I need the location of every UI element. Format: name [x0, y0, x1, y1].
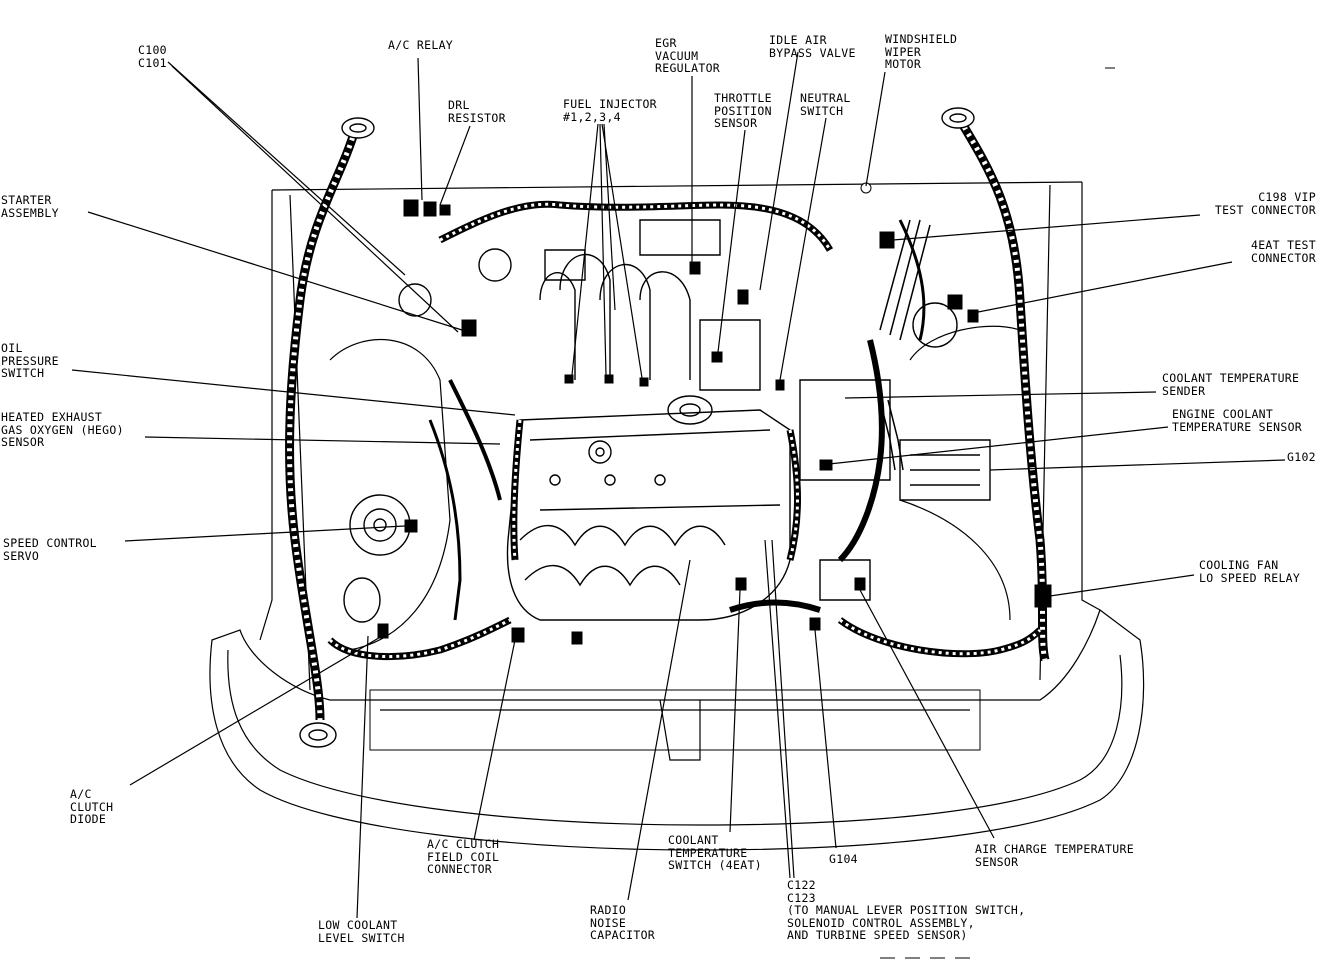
- label-low-coolant-level-switch: LOW COOLANT LEVEL SWITCH: [318, 918, 405, 945]
- label-throttle-position-sensor: THROTTLE POSITION SENSOR: [714, 91, 772, 130]
- label-coolant-temperature-sender: COOLANT TEMPERATURE SENDER: [1162, 371, 1300, 398]
- label-ac-clutch-diode: A/C CLUTCH DIODE: [70, 787, 114, 826]
- label-g104: G104: [829, 852, 858, 866]
- wiring-harness: [290, 120, 1045, 720]
- leader-lines: [72, 52, 1285, 918]
- label-coolant-temperature-switch-4eat: COOLANT TEMPERATURE SWITCH (4EAT): [668, 833, 762, 872]
- label-idle-air-bypass-valve: IDLE AIR BYPASS VALVE: [769, 33, 856, 60]
- label-air-charge-temperature-sensor: AIR CHARGE TEMPERATURE SENSOR: [975, 842, 1134, 869]
- label-drl-resistor: DRL RESISTOR: [448, 98, 506, 125]
- label-fuel-injector: FUEL INJECTOR #1,2,3,4: [563, 97, 657, 124]
- label-neutral-switch: NEUTRAL SWITCH: [800, 91, 851, 118]
- label-cooling-fan-lo-speed-relay: COOLING FAN LO SPEED RELAY: [1199, 558, 1301, 585]
- decorative-marks: [880, 68, 1115, 958]
- label-ac-relay: A/C RELAY: [388, 38, 454, 52]
- label-engine-coolant-temperature-sensor: ENGINE COOLANT TEMPERATURE SENSOR: [1172, 407, 1303, 434]
- label-egr-vacuum-regulator: EGR VACUUM REGULATOR: [655, 36, 721, 75]
- label-starter-assembly: STARTER ASSEMBLY: [1, 193, 59, 220]
- grommets: [300, 108, 974, 747]
- label-speed-control-servo: SPEED CONTROL SERVO: [3, 536, 97, 563]
- label-c122-c123: C122 C123 (TO MANUAL LEVER POSITION SWIT…: [787, 878, 1026, 942]
- label-c198-vip-test-connector: C198 VIP TEST CONNECTOR: [1214, 190, 1316, 217]
- label-hego-sensor: HEATED EXHAUST GAS OXYGEN (HEGO) SENSOR: [1, 410, 124, 449]
- label-ac-clutch-field-coil-connector: A/C CLUTCH FIELD COIL CONNECTOR: [427, 837, 500, 876]
- label-windshield-wiper-motor: WINDSHIELD WIPER MOTOR: [885, 32, 958, 71]
- components: [378, 183, 1051, 644]
- label-oil-pressure-switch: OIL PRESSURE SWITCH: [1, 341, 59, 380]
- engine-block: [344, 220, 990, 622]
- label-4eat-test-connector: 4EAT TEST CONNECTOR: [1250, 238, 1316, 265]
- label-radio-noise-capacitor: RADIO NOISE CAPACITOR: [590, 903, 656, 942]
- vehicle-body-outline: [210, 182, 1144, 850]
- label-c100-c101: C100 C101: [138, 43, 167, 70]
- label-g102: G102: [1287, 450, 1316, 464]
